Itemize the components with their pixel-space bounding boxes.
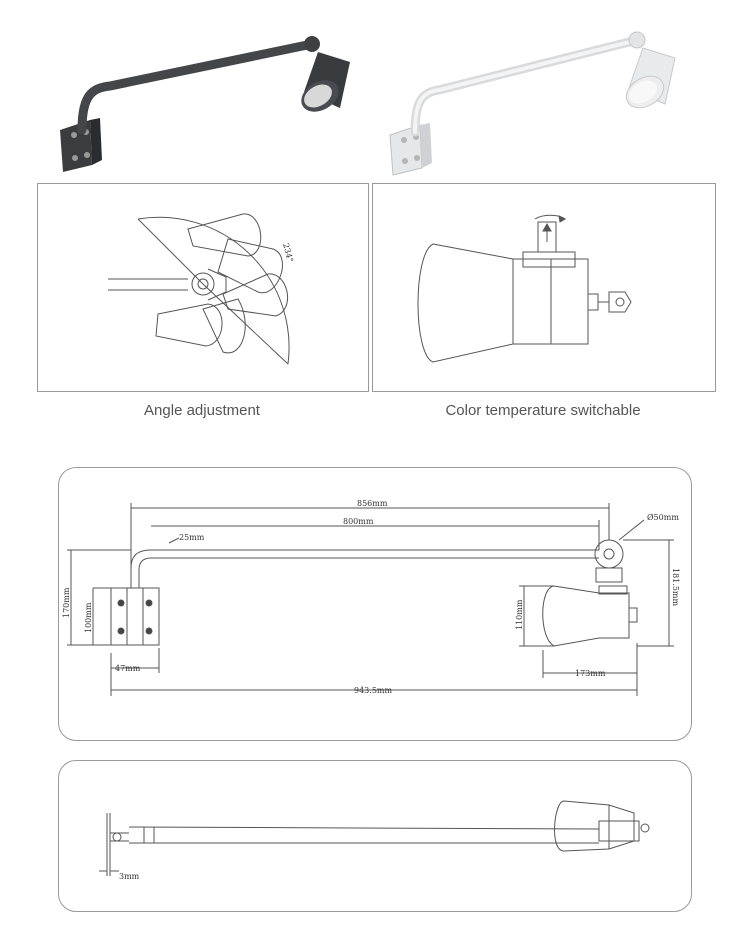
- angle-adjustment-drawing: 234°: [108, 213, 295, 365]
- dim-overall-length: 943.5mm: [354, 686, 392, 695]
- front-dimension-drawing: 856mm 800mm 25mm Ø50mm 170mm 100mm 110mm…: [62, 499, 680, 696]
- angle-adjustment-panel: 234°: [37, 183, 369, 392]
- dim-plate-thickness: 3mm: [119, 872, 140, 881]
- dim-plate-width: 47mm: [115, 664, 141, 673]
- dark-fixture-render: [60, 36, 350, 172]
- angle-caption: Angle adjustment: [144, 402, 260, 419]
- color-temp-panel: [372, 183, 716, 392]
- dim-arm-length: 800mm: [343, 517, 374, 526]
- dim-lamp-length: 173mm: [575, 669, 606, 678]
- side-view-panel: 3mm: [58, 760, 692, 912]
- side-view-drawing: 3mm: [99, 800, 650, 881]
- dim-lamp-height: 110mm: [515, 599, 524, 630]
- white-bracket: [389, 123, 432, 176]
- dark-arm: [77, 39, 317, 135]
- dim-head-drop: 181.5mm: [671, 568, 680, 606]
- wall-plate: [110, 587, 160, 646]
- dim-total-height: 170mm: [62, 587, 71, 618]
- white-lamp-head: [625, 31, 676, 109]
- color-temp-caption: Color temperature switchable: [445, 402, 641, 419]
- dim-bend: 25mm: [179, 533, 205, 542]
- dimension-drawing-panel: 856mm 800mm 25mm Ø50mm 170mm 100mm 110mm…: [58, 467, 692, 741]
- angle-label: 234°: [281, 242, 295, 263]
- dark-lamp-head: [301, 36, 350, 112]
- dim-overall-top: 856mm: [357, 499, 388, 508]
- dim-plate-height: 100mm: [84, 602, 93, 633]
- white-fixture-render: [389, 31, 676, 176]
- color-temp-drawing: [417, 214, 632, 363]
- dim-head-dia: Ø50mm: [647, 513, 679, 522]
